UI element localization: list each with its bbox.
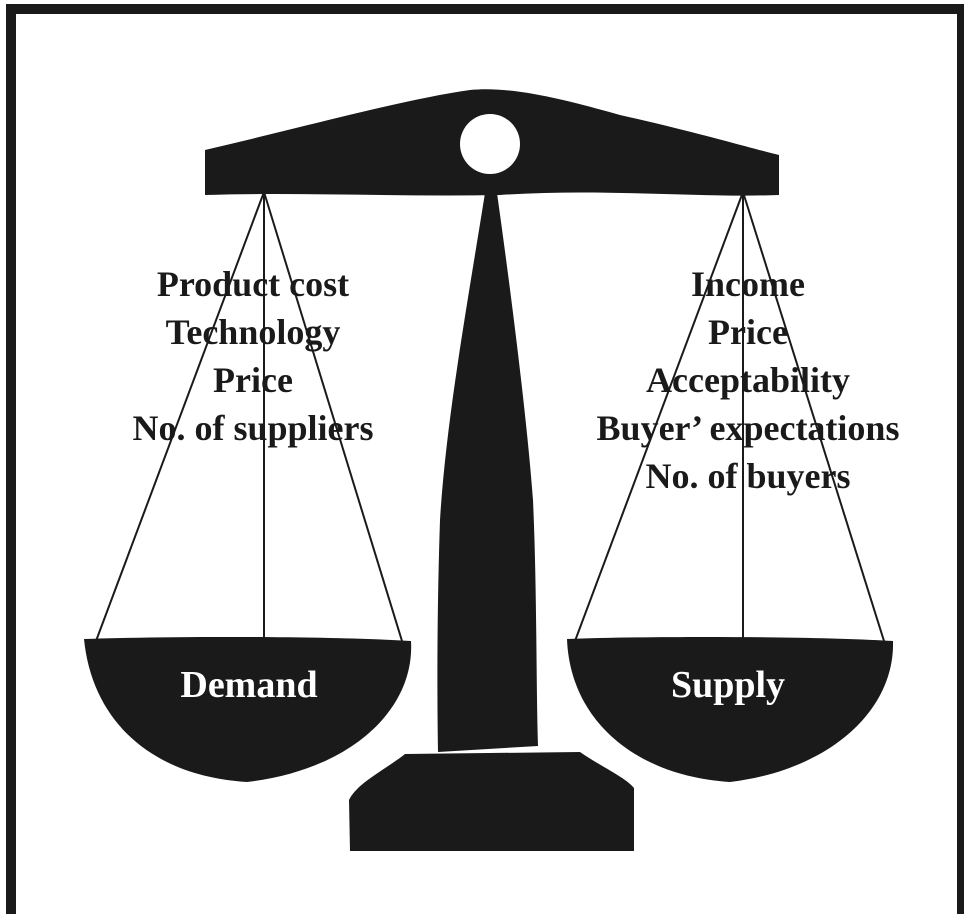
left-factor: No. of suppliers: [132, 408, 373, 448]
left-pan: [84, 636, 412, 782]
right-factor-list: Income Price Acceptability Buyer’ expect…: [597, 264, 900, 496]
right-string-outer: [574, 191, 744, 642]
left-factor: Product cost: [157, 264, 349, 304]
right-string-inner: [742, 191, 885, 642]
frame-left-border: [6, 4, 16, 914]
supply-label: Supply: [671, 664, 785, 706]
right-factor: Income: [691, 264, 805, 304]
left-string-inner: [263, 191, 403, 642]
left-pan-strings: [95, 191, 403, 642]
left-string-outer: [95, 191, 265, 642]
right-factor: No. of buyers: [646, 456, 851, 496]
frame-top-border: [6, 4, 964, 14]
pivot-circle: [460, 114, 520, 174]
left-factor: Technology: [166, 312, 341, 352]
right-factor: Price: [708, 312, 788, 352]
demand-label: Demand: [180, 664, 317, 706]
right-factor: Buyer’ expectations: [597, 408, 900, 448]
right-factor: Acceptability: [646, 360, 850, 400]
right-pan-strings: [574, 191, 885, 642]
left-factor-list: Product cost Technology Price No. of sup…: [132, 264, 373, 448]
frame-right-border: [957, 4, 964, 914]
left-factor: Price: [213, 360, 293, 400]
right-pan: [567, 636, 894, 782]
scale-base: [349, 752, 634, 851]
scale-pillar: [437, 193, 538, 752]
